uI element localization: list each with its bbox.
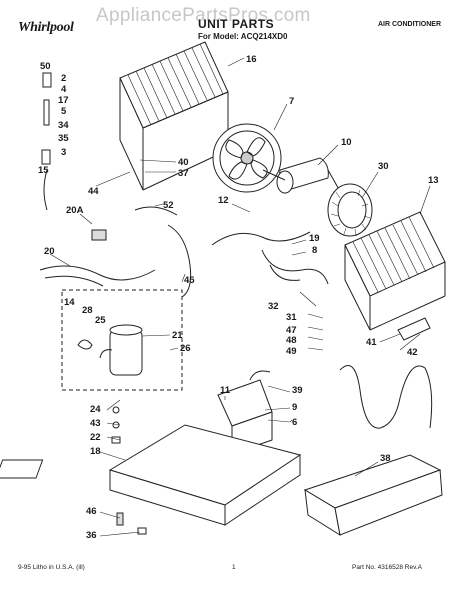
callout-14: 14 xyxy=(64,297,75,308)
callout-37: 37 xyxy=(178,168,189,179)
callout-8: 8 xyxy=(312,245,318,256)
callout-28: 28 xyxy=(82,305,93,316)
callout-45: 45 xyxy=(184,275,195,286)
callout-38: 38 xyxy=(380,453,391,464)
callout-20A: 20A xyxy=(66,205,84,216)
callout-19: 19 xyxy=(309,233,320,244)
callout-12: 12 xyxy=(218,195,229,206)
callout-49: 49 xyxy=(286,346,297,357)
callout-13: 13 xyxy=(428,175,439,186)
callout-3: 3 xyxy=(61,147,67,158)
callout-22: 22 xyxy=(90,432,101,443)
callout-30: 30 xyxy=(378,161,389,172)
callout-39: 39 xyxy=(292,385,303,396)
callout-17: 17 xyxy=(58,95,69,106)
watermark: AppliancePartsPros.com xyxy=(96,5,311,26)
callout-4: 4 xyxy=(61,84,67,95)
callout-48: 48 xyxy=(286,335,297,346)
callout-24: 24 xyxy=(90,404,101,415)
callout-44: 44 xyxy=(88,186,99,197)
footer-page-number: 1 xyxy=(232,564,236,571)
callout-5: 5 xyxy=(61,106,67,117)
footer-part-number: Part No. 4316528 Rev.A xyxy=(352,564,422,571)
callout-35: 35 xyxy=(58,133,69,144)
callout-11: 11 xyxy=(220,385,231,396)
callout-6: 6 xyxy=(292,417,298,428)
callout-25: 25 xyxy=(95,315,106,326)
callout-18: 18 xyxy=(90,446,101,457)
page-title: UNIT PARTS xyxy=(198,17,275,31)
callout-46: 46 xyxy=(86,506,97,517)
callout-42: 42 xyxy=(407,347,418,358)
callout-47: 47 xyxy=(286,325,297,336)
callout-26: 26 xyxy=(180,343,191,354)
callout-36: 36 xyxy=(86,530,97,541)
callout-52: 52 xyxy=(163,200,174,211)
callout-20: 20 xyxy=(44,246,55,257)
callout-43: 43 xyxy=(90,418,101,429)
callout-40: 40 xyxy=(178,157,189,168)
callout-41: 41 xyxy=(366,337,377,348)
footer-print-info: 9-95 Litho in U.S.A. (ill) xyxy=(18,564,85,571)
callout-2: 2 xyxy=(61,73,67,84)
callout-7: 7 xyxy=(289,96,295,107)
callout-15: 15 xyxy=(38,165,49,176)
callout-21: 21 xyxy=(172,330,183,341)
category-label: AIR CONDITIONER xyxy=(378,21,441,28)
callout-32: 32 xyxy=(268,301,279,312)
callout-34: 34 xyxy=(58,120,69,131)
callout-31: 31 xyxy=(286,312,297,323)
callout-10: 10 xyxy=(341,137,352,148)
callout-50: 50 xyxy=(40,61,51,72)
callout-16: 16 xyxy=(246,54,257,65)
brand-logo: Whirlpool xyxy=(18,20,74,35)
model-line: For Model: ACQ214XD0 xyxy=(198,32,288,41)
callout-9: 9 xyxy=(292,402,298,413)
